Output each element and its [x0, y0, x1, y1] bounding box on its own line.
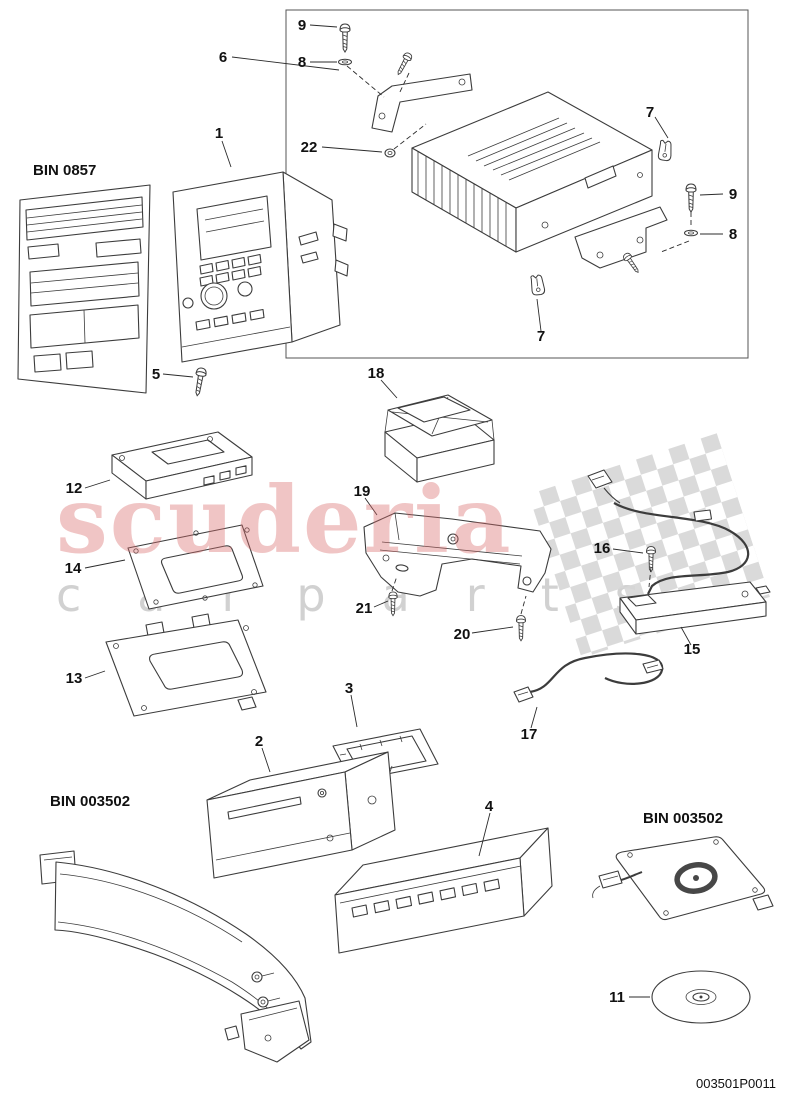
construction-lines — [346, 65, 692, 615]
callout-5: 5 — [152, 366, 160, 383]
cable-17 — [513, 652, 664, 703]
nav-drive-2 — [206, 751, 396, 879]
callout-12: 12 — [66, 480, 83, 497]
callout-21: 21 — [356, 600, 373, 617]
clip-7-bottom-icon — [529, 274, 546, 296]
bracket-plate-13 — [105, 613, 267, 717]
fascia-bin003502 — [39, 850, 312, 1063]
head-unit — [172, 171, 349, 363]
support-bracket-19 — [363, 512, 552, 597]
callout-14: 14 — [65, 560, 82, 577]
gasket-14 — [127, 524, 264, 610]
callout-4: 4 — [485, 798, 494, 815]
trim-panel-bin0857 — [17, 184, 151, 394]
callout-8b: 8 — [729, 226, 737, 243]
callout-labels: 9 6 8 22 7 9 8 7 1 5 18 12 14 19 16 21 2… — [65, 17, 738, 1006]
leader-lines — [84, 24, 724, 998]
callout-20: 20 — [454, 626, 471, 643]
antenna-module-bin003502 — [592, 836, 774, 921]
cd-changer-unit — [411, 91, 653, 253]
screw-20-icon — [516, 615, 526, 642]
callout-7b: 7 — [537, 328, 545, 345]
antenna-amplifier-15 — [587, 469, 771, 635]
bracket-screw-icon — [394, 51, 414, 77]
control-module-12 — [111, 431, 253, 500]
callout-13: 13 — [66, 670, 83, 687]
callout-16: 16 — [594, 540, 611, 557]
callout-22: 22 — [301, 139, 318, 156]
callout-15: 15 — [684, 641, 701, 658]
callout-17: 17 — [521, 726, 538, 743]
callout-1: 1 — [215, 125, 223, 142]
top-mounting-bracket — [371, 73, 473, 133]
bottom-mounting-bracket — [574, 206, 668, 269]
callout-11: 11 — [609, 989, 625, 1006]
grommet-22 — [384, 148, 396, 158]
callout-9b: 9 — [729, 186, 737, 203]
screw-21-icon — [388, 591, 398, 617]
callout-2: 2 — [255, 733, 263, 750]
cd-disc-11 — [651, 970, 751, 1024]
washer-8-right-icon — [684, 229, 698, 237]
callout-19: 19 — [354, 483, 371, 500]
screw-9-top-icon — [339, 23, 351, 53]
unit-4 — [334, 827, 553, 954]
clip-7-top-icon — [657, 139, 674, 162]
bin-003502-right-label: BIN 003502 — [643, 810, 723, 827]
bin-003502-left-label: BIN 003502 — [50, 793, 130, 810]
callout-18: 18 — [368, 365, 385, 382]
callout-3: 3 — [345, 680, 353, 697]
screw-5-icon — [191, 366, 208, 398]
callout-6: 6 — [219, 49, 227, 66]
module-18 — [384, 394, 495, 483]
bin-0857-label: BIN 0857 — [33, 162, 96, 179]
callout-9: 9 — [298, 17, 306, 34]
callout-8: 8 — [298, 54, 306, 71]
screw-9-right-icon — [685, 183, 697, 213]
callout-7: 7 — [646, 104, 654, 121]
washer-8-top-icon — [338, 58, 352, 66]
drawing-number: 003501P0011 — [696, 1076, 776, 1091]
